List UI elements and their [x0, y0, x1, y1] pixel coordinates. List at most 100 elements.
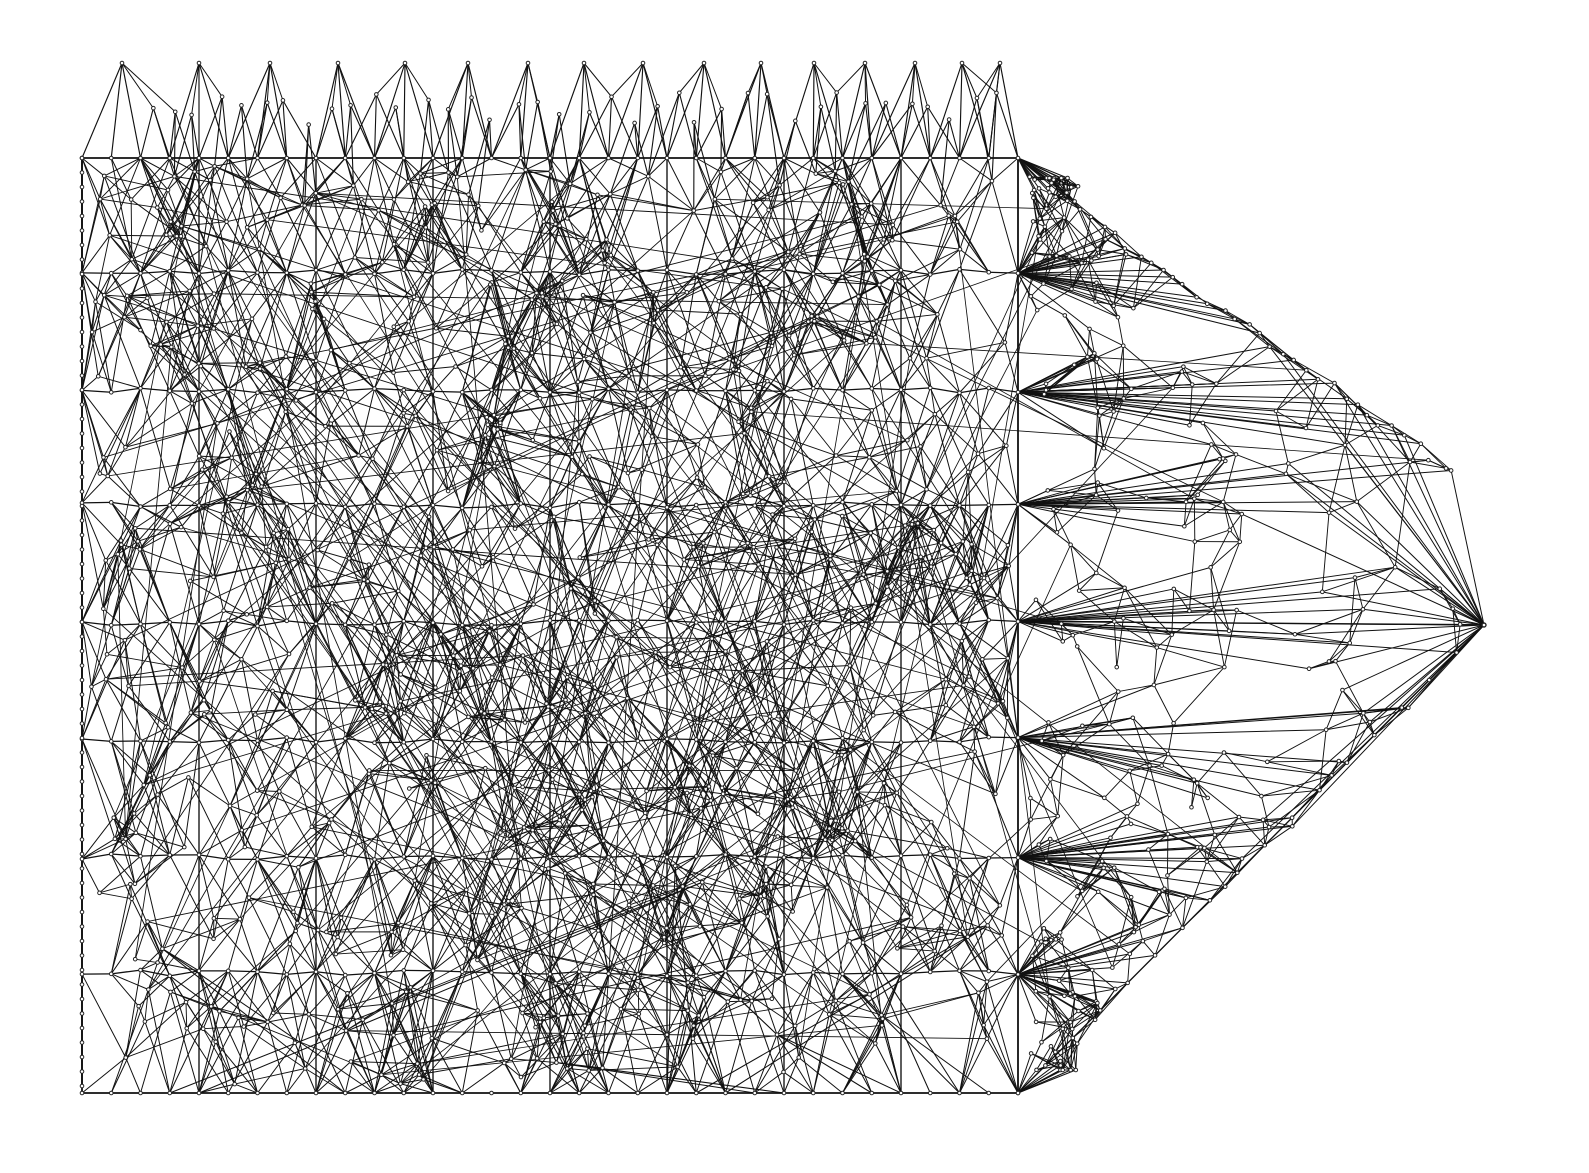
graph-edge — [140, 523, 171, 625]
graph-edge — [959, 970, 979, 994]
graph-edge — [969, 577, 985, 586]
graph-edge — [926, 268, 960, 359]
graph-edge — [813, 62, 844, 159]
graph-edge — [167, 157, 200, 191]
graph-edge — [896, 930, 961, 949]
graph-edge — [863, 157, 902, 255]
graph-edge — [655, 650, 726, 653]
graph-edge — [627, 443, 699, 474]
graph-edge — [871, 926, 904, 974]
graph-edge — [497, 428, 573, 458]
graph-edge — [967, 925, 989, 938]
graph-edge — [578, 269, 610, 276]
graph-edge — [867, 157, 902, 258]
graph-edge — [121, 62, 154, 109]
graph-edge — [375, 62, 406, 95]
graph-edge — [986, 973, 1019, 983]
graph-edge — [634, 122, 639, 159]
graph-edge — [862, 942, 961, 1094]
graph-edge — [198, 805, 231, 856]
graph-edge — [81, 621, 112, 626]
graph-edge — [914, 62, 931, 159]
graph-edge — [683, 559, 759, 565]
graph-edge — [704, 273, 726, 377]
graph-edge — [257, 690, 274, 742]
graph-edge — [161, 948, 200, 972]
graph-edge — [227, 970, 269, 1023]
graph-edge — [962, 504, 990, 542]
graph-edge — [959, 341, 1006, 394]
graph-edge — [656, 544, 685, 561]
graph-edge — [399, 1074, 420, 1085]
graph-edge — [961, 640, 990, 738]
graph-edge — [812, 619, 844, 624]
graph-edge — [103, 456, 109, 477]
graph-edge — [480, 900, 522, 975]
graph-edge — [198, 62, 229, 159]
graph-edge — [700, 786, 710, 809]
graph-edge — [344, 705, 384, 739]
graph-edge — [994, 737, 1019, 795]
graph-edge — [829, 559, 873, 623]
graph-edge — [693, 171, 722, 212]
graph-edge — [883, 782, 902, 857]
graph-edge — [436, 391, 463, 451]
graph-edge — [725, 273, 741, 315]
graph-edge — [286, 971, 317, 976]
graph-edge — [712, 741, 756, 757]
graph-edge — [107, 475, 141, 508]
graph-edge — [666, 881, 703, 977]
graph-edge — [986, 981, 1019, 1094]
graph-edge — [169, 270, 199, 327]
graph-edge — [391, 1002, 395, 1036]
graph-edge — [766, 574, 796, 642]
graph-edge — [246, 205, 306, 228]
graph-edge — [874, 1042, 902, 1094]
graph-edge — [198, 1041, 217, 1094]
graph-edge — [828, 1013, 876, 1044]
graph-edge — [315, 257, 356, 271]
graph-edge — [627, 389, 668, 474]
graph-edge — [140, 272, 162, 345]
graph-edge — [929, 936, 969, 973]
graph-edge — [776, 546, 831, 557]
graph-edge — [227, 473, 257, 503]
graph-edge — [198, 829, 243, 856]
graph-edge — [754, 538, 796, 622]
graph-edge — [637, 366, 682, 393]
graph-edge — [900, 387, 931, 391]
graph-edge — [81, 375, 99, 391]
graph-edge — [638, 975, 668, 1015]
graph-edge — [812, 737, 844, 742]
graph-edge — [523, 819, 561, 828]
graph-edge — [783, 1071, 814, 1094]
graph-edge — [81, 621, 107, 680]
graph-edge — [403, 620, 434, 624]
graph-edge — [304, 974, 346, 1069]
graph-edge — [315, 971, 339, 1010]
graph-edge — [408, 296, 415, 322]
graph-edge — [173, 114, 193, 177]
graph-edge — [297, 818, 332, 868]
graph-edge — [578, 388, 609, 442]
graph-edge — [610, 157, 639, 256]
graph-edge — [201, 422, 218, 471]
graph-edge — [169, 390, 200, 393]
graph-edge — [721, 108, 727, 159]
graph-edge — [637, 974, 668, 1036]
graph-edge — [407, 181, 840, 793]
graph-edge — [753, 546, 785, 626]
graph-edge — [738, 411, 752, 423]
graph-edge — [604, 157, 639, 264]
graph-edge — [81, 294, 105, 391]
graph-edge — [883, 782, 898, 794]
graph-edge — [169, 970, 200, 977]
graph-edge — [125, 838, 141, 857]
graph-edge — [169, 390, 193, 404]
graph-edge — [586, 1048, 590, 1071]
graph-edge — [566, 193, 611, 219]
graph-edge — [663, 936, 697, 977]
graph-edge — [597, 929, 639, 976]
graph-edge — [198, 362, 261, 364]
graph-edge — [294, 971, 317, 1044]
